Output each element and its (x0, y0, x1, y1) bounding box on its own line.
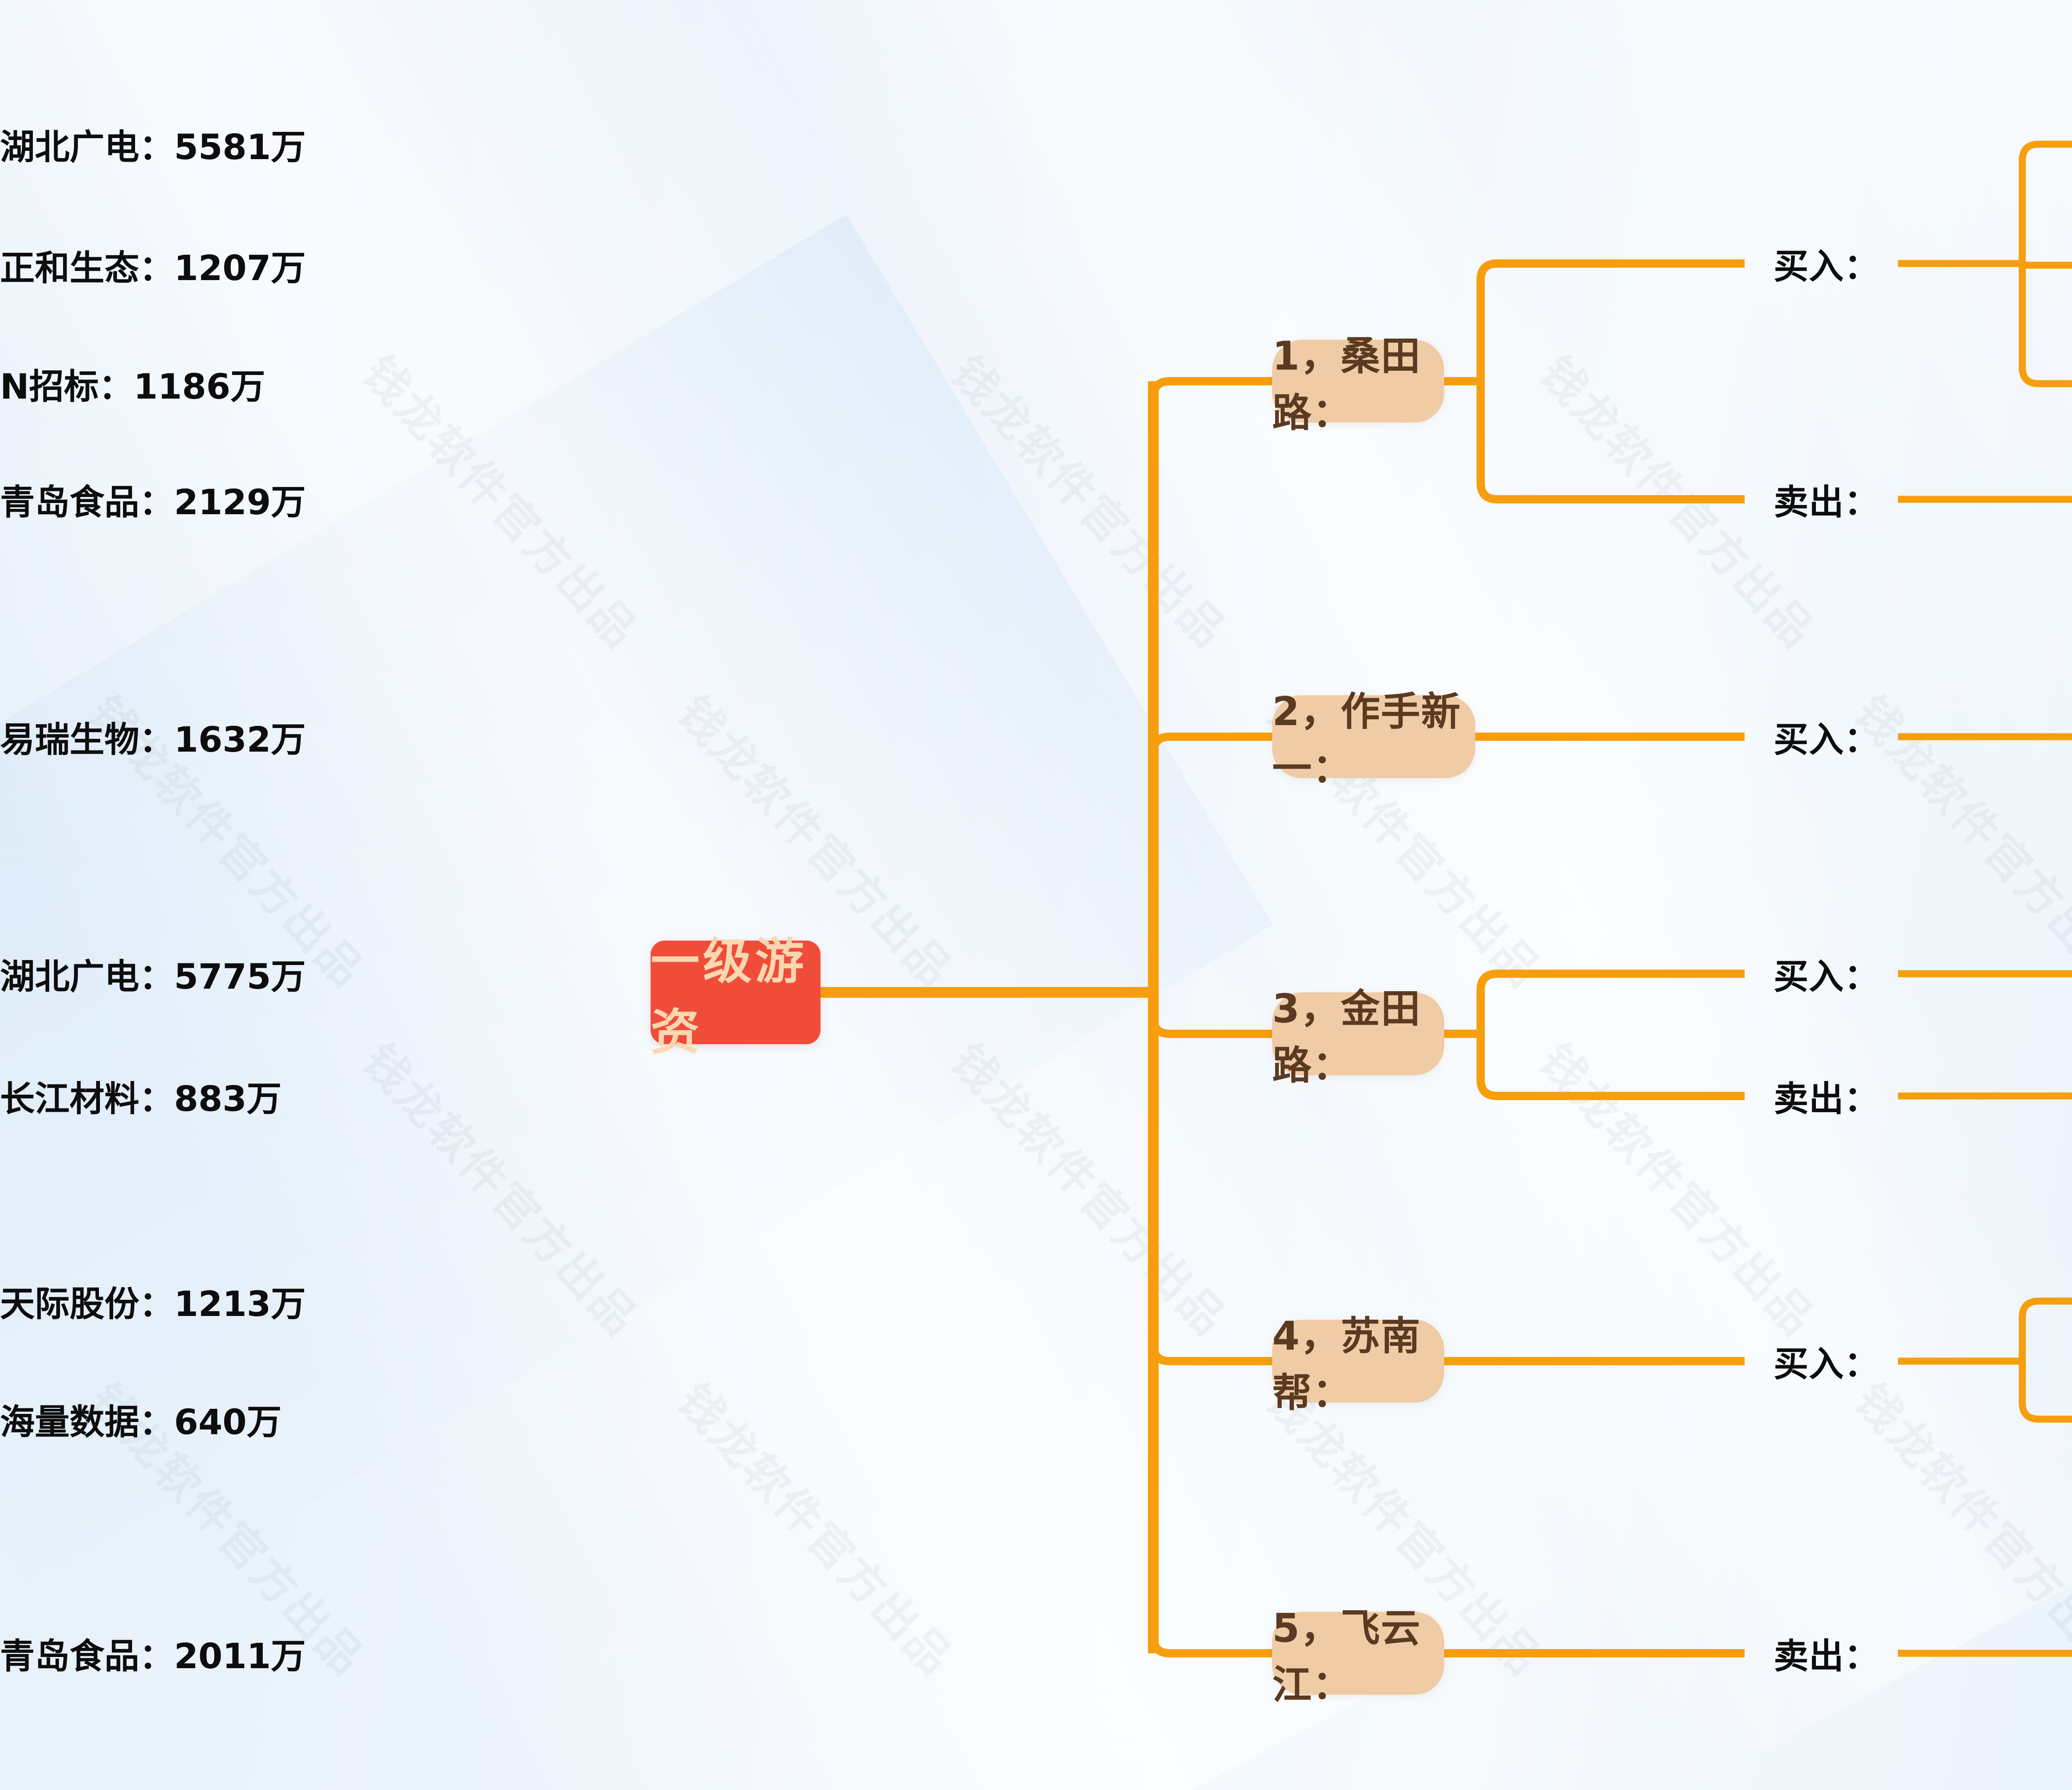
leaf-label-1-1-2: 正和生态：1207万 (0, 247, 306, 288)
leaf-label-3-1-1: 湖北广电：5775万 (0, 956, 306, 997)
group-connector-1-1 (1477, 259, 1745, 281)
group-connector-3-2 (1477, 1079, 1745, 1100)
leaf-label-5-1-1: 青岛食品：2011万 (0, 1635, 306, 1676)
branch-connector-1 (1149, 377, 1272, 398)
leaf-label-1-1-3: N招标：1186万 (0, 366, 266, 407)
branch-node-5[interactable]: 5，飞云江： (1272, 1606, 1444, 1708)
branch-connector-5 (1149, 1636, 1272, 1657)
leaf-connector-1-1-1 (2019, 140, 2072, 161)
branch-node-2[interactable]: 2，作手新一： (1272, 689, 1475, 791)
group-label-5-1: 卖出： (1774, 1635, 1880, 1676)
group-label-2-1: 买入： (1774, 719, 1880, 760)
branch-node-1[interactable]: 1，桑田路： (1272, 334, 1444, 436)
group-connector-1-2 (1477, 482, 1745, 503)
branch-node-3[interactable]: 3，金田路： (1272, 986, 1444, 1089)
group-label-3-2: 卖出： (1774, 1078, 1880, 1119)
group-label-4-1: 买入： (1774, 1343, 1880, 1384)
leaf-label-2-1-1: 易瑞生物：1632万 (0, 719, 306, 760)
group-label-1-2: 卖出： (1774, 481, 1880, 522)
leaf-label-3-2-1: 长江材料：883万 (0, 1078, 282, 1119)
group-label-3-1: 买入： (1774, 956, 1880, 997)
leaf-connector-4-1-2 (2019, 1402, 2072, 1423)
leaf-label-4-1-1: 天际股份：1213万 (0, 1283, 306, 1324)
leaf-label-1-2-1: 青岛食品：2129万 (0, 481, 306, 522)
leaf-connector-4-1-1 (2019, 1297, 2072, 1318)
leaf-label-4-1-2: 海量数据：640万 (0, 1401, 282, 1442)
root-node[interactable]: 一级游资 (651, 933, 821, 1061)
group-label-1-1: 买入： (1774, 246, 1880, 287)
leaf-connector-1-1-3 (2019, 367, 2072, 387)
branch-node-4[interactable]: 4，苏南帮： (1272, 1313, 1444, 1416)
leaf-label-1-1-1: 湖北广电：5581万 (0, 126, 306, 167)
group-connector-3-1 (1477, 970, 1745, 991)
branch-connector-4 (1149, 1344, 1272, 1365)
branch-connector-3 (1149, 1017, 1272, 1038)
branch-connector-2 (1149, 733, 1272, 754)
